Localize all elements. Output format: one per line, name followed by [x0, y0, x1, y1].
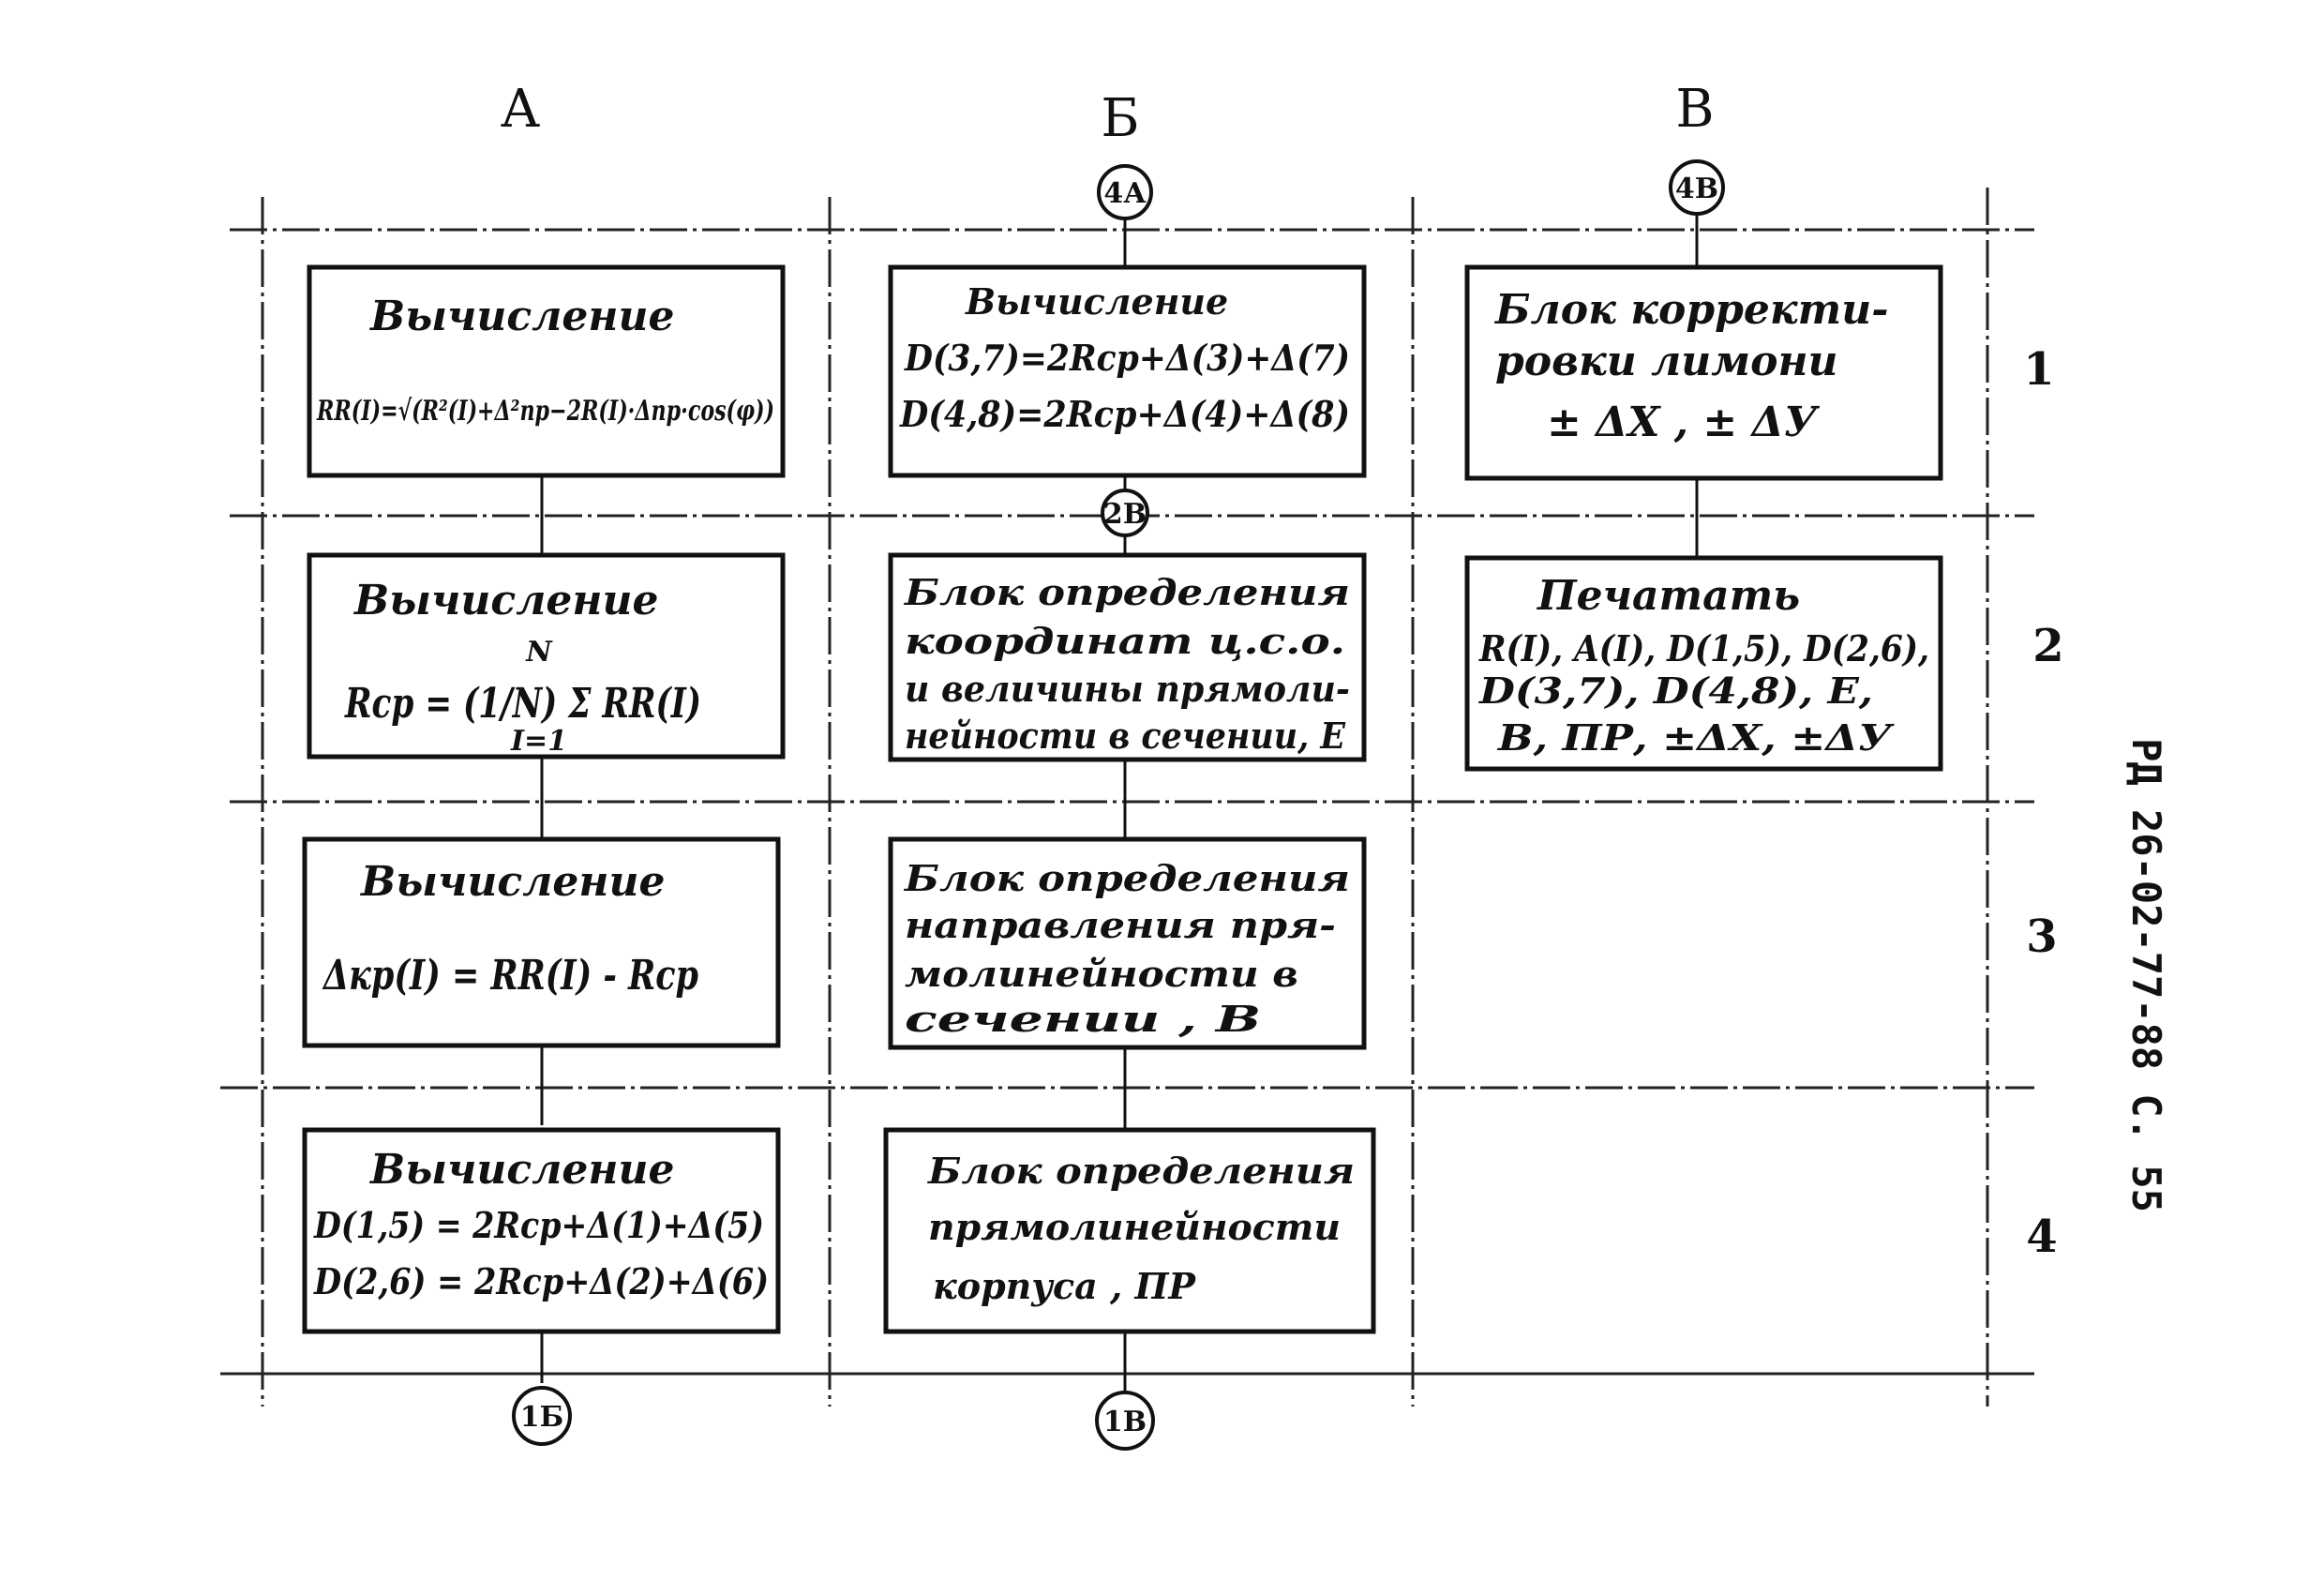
block-a1-title: Вычисление — [368, 293, 674, 340]
column-header-c: В — [1675, 79, 1714, 140]
block-c1-line3: ± ΔX , ± ΔУ — [1547, 399, 1821, 446]
block-a4-title: Вычисление — [368, 1146, 674, 1194]
block-b1: Вычисление D(3,7)=2Rср+Δ(3)+Δ(7) D(4,8)=… — [888, 264, 1367, 478]
block-b3: Блок определения направления пря- молине… — [888, 836, 1367, 1050]
block-a4-formula-1: D(1,5) = 2Rср+Δ(1)+Δ(5) — [313, 1204, 764, 1246]
block-b1-formula-1: D(3,7)=2Rср+Δ(3)+Δ(7) — [904, 337, 1350, 379]
connector-2b-label: 2В — [1103, 498, 1147, 531]
block-a1: Вычисление RR(I)=√(R²(I)+Δ²пр−2R(I)·Δпр·… — [307, 264, 786, 478]
row-number-2: 2 — [2032, 620, 2063, 672]
connector-4a: 4А — [1097, 164, 1153, 220]
block-b3-line2: направления пря- — [905, 904, 1336, 946]
block-b1-formula-2: D(4,8)=2Rср+Δ(4)+Δ(8) — [899, 393, 1350, 435]
connector-1b-col-b: 1В — [1095, 1391, 1155, 1451]
connector-2b: 2В — [1101, 489, 1149, 537]
block-a1-formula: RR(I)=√(R²(I)+Δ²пр−2R(I)·Δпр·cos(φ)) — [316, 395, 774, 428]
block-b3-line3: молинейности в — [905, 953, 1298, 995]
row-number-4: 4 — [2026, 1211, 2057, 1263]
block-b3-line1: Блок определения — [904, 857, 1350, 899]
block-a2-formula: Rср = (1/N) Σ RR(I) — [343, 680, 701, 728]
block-b2-line1: Блок определения — [904, 571, 1350, 613]
block-b2-line3: и величины прямоли- — [905, 668, 1350, 710]
block-b4-line1: Блок определения — [927, 1150, 1355, 1192]
block-a3: Вычисление Δкр(I) = RR(I) - Rср — [302, 836, 781, 1048]
block-a4-formula-2: D(2,6) = 2Rср+Δ(2)+Δ(6) — [313, 1260, 769, 1302]
block-b3-line4: сечении , В — [905, 998, 1261, 1040]
row-number-1: 1 — [2023, 343, 2054, 396]
block-a4: Вычисление D(1,5) = 2Rср+Δ(1)+Δ(5) D(2,6… — [302, 1127, 781, 1334]
connector-1b-col-a-label: 1Б — [520, 1401, 564, 1434]
block-b2-line4: нейности в сечении, Е — [905, 715, 1346, 757]
block-c1: Блок корректи- ровки лимони ± ΔX , ± ΔУ — [1464, 264, 1943, 481]
block-b4: Блок определения прямолинейности корпуса… — [883, 1127, 1376, 1334]
connector-4b-label: 4В — [1675, 173, 1718, 205]
block-b2-line2: координат ц.с.о. — [905, 620, 1345, 662]
block-c2: Печатать R(I), A(I), D(1,5), D(2,6), D(3… — [1464, 555, 1943, 772]
block-b2: Блок определения координат ц.с.о. и вели… — [888, 552, 1367, 762]
block-b1-title: Вычисление — [965, 280, 1228, 323]
document-side-title: РД 26-02-77-88 С. 55 — [2123, 738, 2169, 1212]
row-number-3: 3 — [2026, 910, 2057, 963]
block-b4-line3: корпуса , ПР — [933, 1265, 1196, 1307]
connector-4a-label: 4А — [1103, 177, 1147, 210]
column-header-b: Б — [1101, 88, 1139, 149]
block-c2-line3: D(3,7), D(4,8), E, — [1478, 670, 1873, 712]
block-c2-line2: R(I), A(I), D(1,5), D(2,6), — [1478, 627, 1929, 670]
block-c2-line4: B, ПР, ±ΔX, ±ΔУ — [1497, 716, 1896, 759]
block-a3-formula: Δкр(I) = RR(I) - Rср — [322, 952, 698, 1000]
block-a2: Вычисление Rср = (1/N) Σ RR(I) N I=1 — [307, 552, 786, 760]
connector-1b-col-b-label: 1В — [1103, 1406, 1147, 1438]
block-a2-title: Вычисление — [352, 577, 658, 624]
block-c1-line1: Блок корректи- — [1493, 286, 1888, 334]
block-a2-sum-lower: I=1 — [510, 725, 567, 758]
block-c2-line1: Печатать — [1536, 572, 1800, 620]
column-header-a: А — [501, 79, 540, 140]
block-a3-title: Вычисление — [359, 858, 665, 906]
block-b4-line2: прямолинейности — [928, 1206, 1341, 1248]
connector-4b: 4В — [1669, 159, 1725, 216]
block-a2-sum-upper: N — [525, 636, 553, 669]
connector-1b-col-a: 1Б — [512, 1386, 572, 1446]
block-c1-line2: ровки лимони — [1495, 338, 1838, 385]
